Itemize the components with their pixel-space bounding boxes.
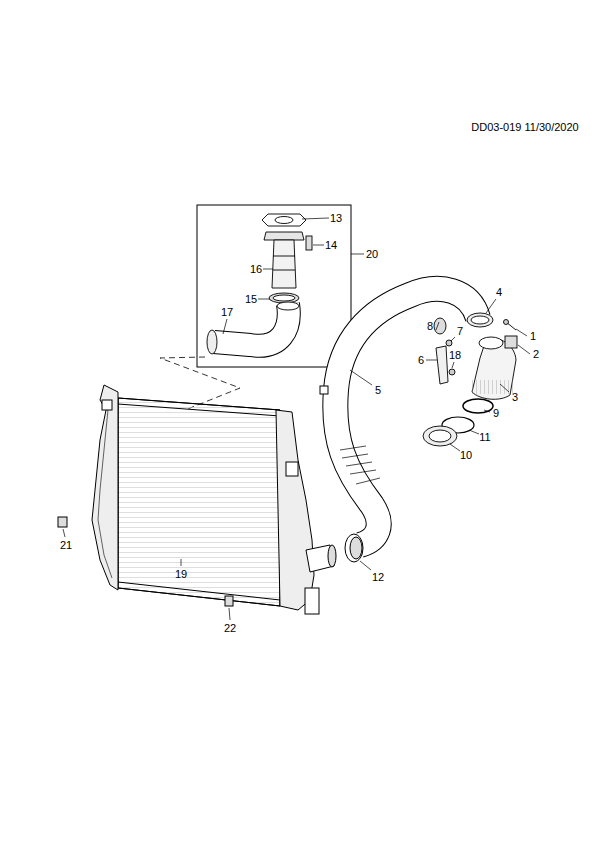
callout-number: 15 (245, 294, 257, 305)
callout-number: 3 (512, 392, 518, 403)
callout-number: 10 (460, 450, 472, 461)
inset-parts (207, 214, 312, 354)
callout-number: 18 (449, 350, 461, 361)
callout-number: 22 (224, 623, 236, 634)
callout-number: 13 (330, 213, 342, 224)
callout-number: 2 (533, 349, 539, 360)
callout-number: 17 (221, 307, 233, 318)
callout-number: 16 (250, 264, 262, 275)
callout-number: 19 (175, 569, 187, 580)
callout-number: 8 (427, 321, 433, 332)
callout-number: 7 (457, 326, 463, 337)
throttle-connection-parts (423, 313, 517, 446)
inset-frame (197, 205, 351, 367)
callout-number: 12 (372, 572, 384, 583)
callout-number: 5 (375, 385, 381, 396)
callout-number: 11 (479, 432, 490, 443)
callout-number: 6 (418, 355, 424, 366)
callout-number: 14 (325, 240, 337, 251)
callout-number: 4 (496, 287, 502, 298)
charge-air-hose (320, 289, 478, 545)
callout-number: 9 (493, 408, 499, 419)
hose-clamp (345, 534, 363, 562)
callout-number: 1 (530, 331, 536, 342)
drawing-reference: DD03-019 11/30/2020 (471, 122, 578, 133)
intercooler (92, 385, 336, 614)
leader-lines (63, 218, 530, 620)
callout-number: 20 (366, 249, 378, 260)
clip (58, 517, 67, 527)
clip (225, 596, 233, 606)
callout-number: 21 (60, 540, 72, 551)
